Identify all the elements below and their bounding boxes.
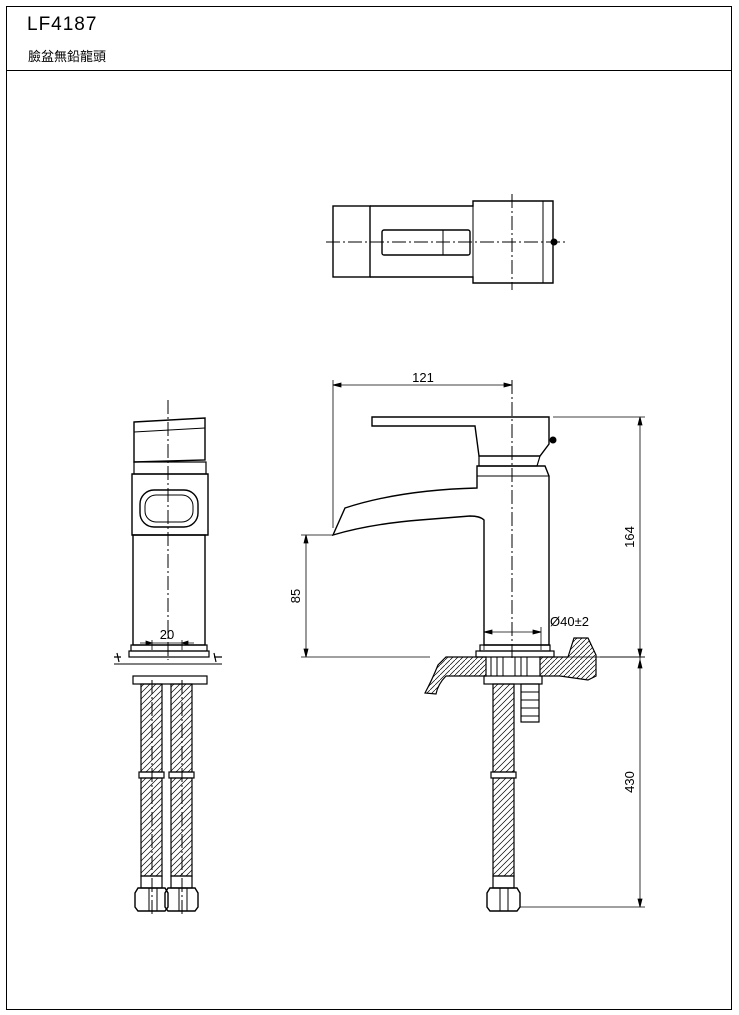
dim-spout-height: 85 <box>288 589 303 603</box>
model-code: LF4187 <box>27 14 98 35</box>
dim-hose-spacing: 20 <box>160 627 174 642</box>
dim-hole-diameter: Ø40±2 <box>550 614 589 629</box>
side-view <box>331 380 597 912</box>
dim-spout-reach: 121 <box>412 370 434 385</box>
dim-hose-length: 430 <box>622 771 637 793</box>
front-view <box>114 400 222 915</box>
product-name: 臉盆無鉛龍頭 <box>28 49 107 64</box>
dim-total-height: 164 <box>622 526 637 548</box>
drawing-frame <box>6 6 732 1010</box>
header-divider <box>6 70 732 71</box>
dimension-labels: 121 164 85 Ø40±2 430 20 <box>160 370 637 793</box>
top-view <box>326 194 566 290</box>
dimension-lines <box>140 380 645 908</box>
